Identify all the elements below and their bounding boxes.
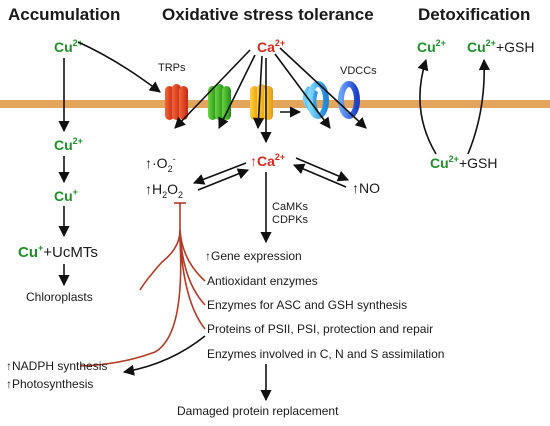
arrow-ca-to-h2o2	[192, 162, 247, 185]
header-oxidative-stress-tolerance: Oxidative stress tolerance	[162, 5, 374, 24]
arrow-detox-efflux	[417, 58, 437, 155]
cu-ucmts-complex: Cu++UcMTs	[18, 243, 98, 261]
assimilation-enzymes-label: Enzymes involved in C, N and S assimilat…	[207, 347, 444, 361]
arrow-cu-to-trps	[77, 41, 161, 93]
trps-label: TRPs	[158, 62, 186, 74]
nadph-label: ↑NADPH synthesis	[6, 359, 107, 373]
arrow-ca-to-yellow	[252, 55, 265, 130]
arrow-to-nadph	[122, 335, 206, 376]
header-detoxification: Detoxification	[418, 5, 530, 24]
arrow-ca-to-red	[174, 49, 251, 129]
asc-gsh-enzymes-label: Enzymes for ASC and GSH synthesis	[207, 298, 407, 312]
antioxidant-enzymes-label: Antioxidant enzymes	[207, 274, 318, 288]
vdccs-label: VDCCs	[340, 65, 377, 77]
arrow-detox-complex	[467, 58, 490, 155]
arrow-ca-to-no	[295, 157, 350, 182]
detox-cu2-left: Cu2+	[417, 38, 446, 55]
cdpks-label: CDPKs	[272, 214, 309, 226]
cu2-intracellular: Cu2+	[54, 136, 83, 153]
trp-channel-yellow	[250, 84, 273, 120]
arrow-ca-to-cyan	[274, 53, 331, 129]
camks-label: CaMKs	[272, 201, 309, 213]
detox-cu2-gsh-top: Cu2++GSH	[467, 38, 534, 55]
detox-cu2-gsh-bottom: Cu2++GSH	[430, 154, 497, 171]
header-accumulation: Accumulation	[8, 5, 120, 24]
cell-membrane	[0, 100, 550, 108]
h2o2-label: ↑H2O2	[145, 181, 183, 200]
arrow-no-to-ca	[292, 163, 347, 188]
arrow-ca-to-green	[218, 54, 256, 130]
trp-channel-red	[165, 84, 188, 120]
gene-expression-label: ↑Gene expression	[205, 249, 302, 263]
psii-proteins-label: Proteins of PSII, PSI, protection and re…	[207, 322, 433, 336]
ca2-intracellular: ↑Ca2+	[250, 152, 285, 169]
vdcc-channel-blue	[338, 81, 360, 119]
arrow-ca-to-blue	[279, 47, 367, 129]
trp-channel-green	[208, 84, 231, 120]
inhibition-curves	[79, 203, 206, 367]
no-label: ↑NO	[352, 180, 380, 196]
photosynthesis-label: ↑Photosynthesis	[6, 377, 93, 391]
superoxide-label: ↑·O2-	[145, 154, 176, 174]
ca2-extracellular: Ca2+	[257, 38, 285, 55]
cu1-ion: Cu+	[54, 187, 78, 204]
chloroplasts-label: Chloroplasts	[26, 290, 93, 304]
damaged-protein-label: Damaged protein replacement	[177, 404, 339, 418]
cu2-extracellular: Cu2+	[54, 38, 83, 55]
arrow-h2o2-to-ca	[197, 168, 250, 191]
